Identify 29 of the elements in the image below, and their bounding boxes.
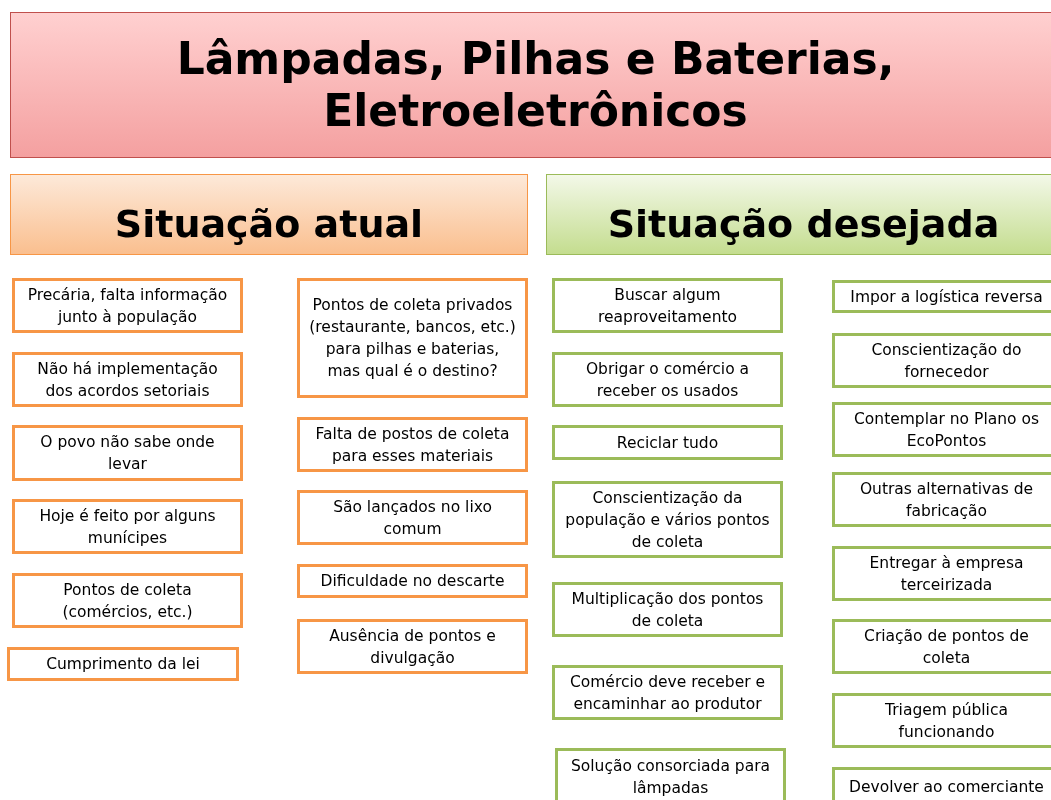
text-box: Contemplar no Plano os EcoPontos xyxy=(832,402,1051,457)
text-box: Pontos de coleta (comércios, etc.) xyxy=(12,573,243,628)
text-box: Cumprimento da lei xyxy=(7,647,239,681)
text-box: São lançados no lixo comum xyxy=(297,490,528,545)
text-box: Pontos de coleta privados (restaurante, bancos, etc.) para pilhas e baterias, mas qual é o destino? xyxy=(297,278,528,398)
text-box: Comércio deve receber e encaminhar ao produtor xyxy=(552,665,783,720)
text-box: Não há implementação dos acordos setoriais xyxy=(12,352,243,407)
text-box: Criação de pontos de coleta xyxy=(832,619,1051,674)
text-box: Reciclar tudo xyxy=(552,425,783,460)
text-box: O povo não sabe onde levar xyxy=(12,425,243,481)
text-box: Hoje é feito por alguns munícipes xyxy=(12,499,243,554)
text-box: Conscientização do fornecedor xyxy=(832,333,1051,388)
text-box: Precária, falta informação junto à população xyxy=(12,278,243,333)
title-banner: Lâmpadas, Pilhas e Baterias, Eletroeletrônicos xyxy=(10,12,1051,158)
text-box: Buscar algum reaproveitamento xyxy=(552,278,783,333)
header-banner: Situação atual xyxy=(10,174,528,255)
text-box: Conscientização da população e vários pontos de coleta xyxy=(552,481,783,558)
text-box: Devolver ao comerciante xyxy=(832,767,1051,800)
text-box: Ausência de pontos e divulgação xyxy=(297,619,528,674)
text-box: Outras alternativas de fabricação xyxy=(832,472,1051,527)
text-box: Multiplicação dos pontos de coleta xyxy=(552,582,783,637)
text-box: Entregar à empresa terceirizada xyxy=(832,546,1051,601)
text-box: Solução consorciada para lâmpadas xyxy=(555,748,786,800)
text-box: Impor a logística reversa xyxy=(832,280,1051,313)
text-box: Dificuldade no descarte xyxy=(297,564,528,598)
text-box: Obrigar o comércio a receber os usados xyxy=(552,352,783,407)
header-banner: Situação desejada xyxy=(546,174,1051,255)
text-box: Falta de postos de coleta para esses materiais xyxy=(297,417,528,472)
text-box: Triagem pública funcionando xyxy=(832,693,1051,748)
